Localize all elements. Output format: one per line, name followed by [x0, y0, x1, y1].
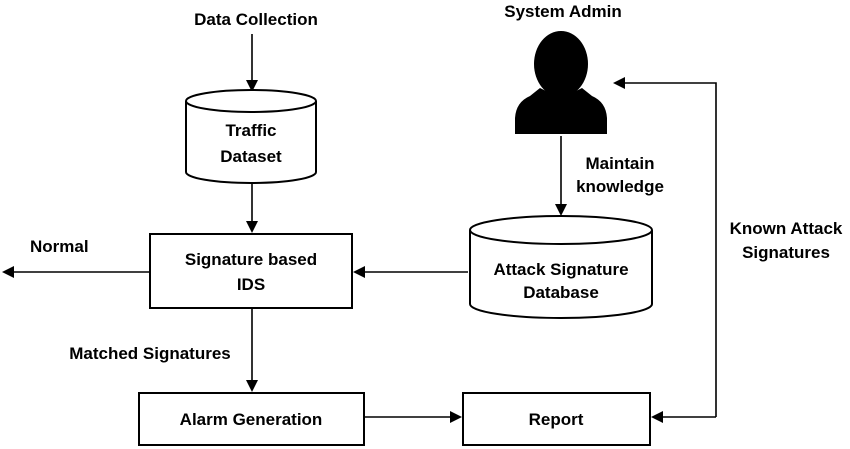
alarm-generation-label: Alarm Generation: [180, 410, 323, 429]
signature-ids-label-line1: Signature based: [185, 250, 317, 269]
system-admin-label: System Admin: [504, 2, 621, 21]
matched-signatures-label: Matched Signatures: [69, 344, 231, 363]
report-node: Report: [462, 392, 651, 446]
known-attack-label-line2: Signatures: [742, 243, 830, 262]
maintain-label-line2: knowledge: [576, 177, 664, 196]
signature-ids-node: Signature based IDS: [149, 233, 353, 309]
arrow-alarm-to-report: [364, 411, 462, 423]
known-attack-label-line1: Known Attack: [730, 219, 843, 238]
data-collection-label: Data Collection: [194, 10, 318, 29]
traffic-dataset-label-line1: Traffic: [225, 121, 276, 140]
arrow-collection-to-dataset: [246, 34, 258, 92]
report-label: Report: [529, 410, 584, 429]
traffic-dataset-label-line2: Dataset: [220, 147, 282, 166]
signature-ids-label-line2: IDS: [237, 275, 265, 294]
arrow-admin-to-db: [555, 136, 567, 216]
attack-db-label-line2: Database: [523, 283, 599, 302]
arrow-ids-to-normal: [2, 266, 150, 278]
alarm-generation-node: Alarm Generation: [138, 392, 365, 446]
arrow-feedback-loop: [613, 77, 717, 423]
arrow-dataset-to-ids: [246, 183, 258, 233]
attack-db-label-line1: Attack Signature: [493, 260, 628, 279]
user-silhouette-icon: [515, 31, 607, 134]
arrow-ids-to-alarm: [246, 308, 258, 392]
traffic-dataset-node: Traffic Dataset: [185, 89, 317, 184]
attack-db-node: Attack Signature Database: [469, 215, 653, 319]
arrow-db-to-ids: [353, 266, 468, 278]
normal-label: Normal: [30, 237, 89, 256]
maintain-label-line1: Maintain: [586, 154, 655, 173]
